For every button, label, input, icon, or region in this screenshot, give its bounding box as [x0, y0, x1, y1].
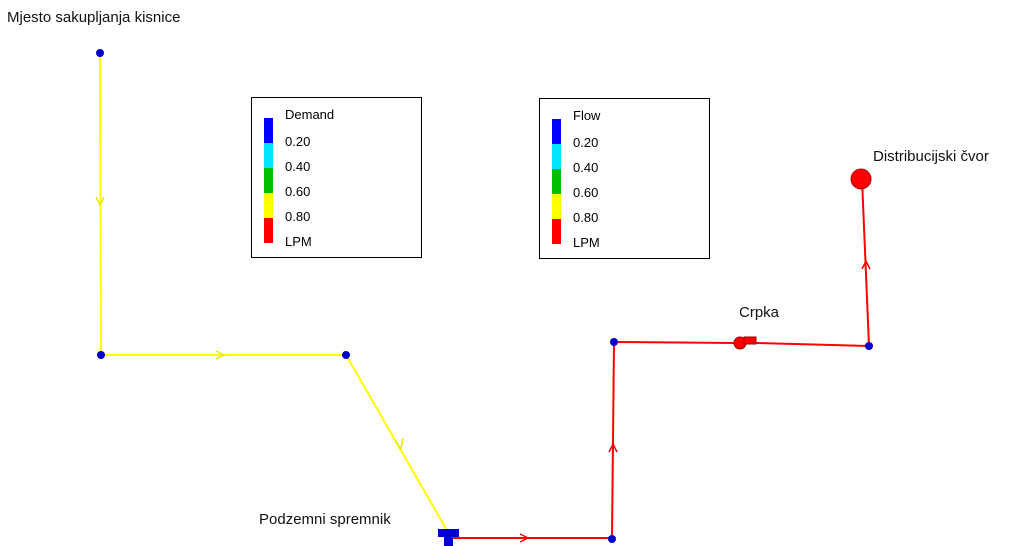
flow-arrow-icon — [394, 437, 404, 451]
flow-arrow-icon — [861, 259, 871, 270]
legend-color-bar — [552, 194, 561, 219]
pipe-corner-up[interactable] — [611, 341, 615, 539]
junction-nodes — [96, 49, 873, 543]
distribution-node-label: Distribucijski čvor — [873, 148, 989, 165]
flow-arrow-icon — [519, 533, 530, 543]
red-pipes — [448, 178, 870, 539]
node-top-corner[interactable] — [610, 338, 618, 346]
legend-value: 0.60 — [573, 185, 599, 200]
pipe-pump-to-node[interactable] — [755, 342, 870, 347]
legend-value: 0.40 — [285, 159, 311, 174]
legend-color-bar — [264, 193, 273, 218]
legend-color-bar — [552, 119, 561, 144]
flow-arrow-icon — [608, 442, 618, 453]
legend-value: 0.80 — [573, 210, 599, 225]
legend-color-bar — [552, 219, 561, 244]
yellow-flow-arrows — [95, 196, 404, 451]
legend-color-bar — [264, 218, 273, 243]
node-collection-point[interactable] — [96, 49, 104, 57]
legend-unit: LPM — [285, 234, 312, 249]
pump-label: Crpka — [739, 304, 780, 321]
legend-color-bar — [552, 169, 561, 194]
legend-color-bar — [264, 168, 273, 193]
node-junction[interactable] — [342, 351, 350, 359]
collection-point-label: Mjesto sakupljanja kisnice — [7, 9, 181, 26]
legend-value: 0.20 — [573, 135, 599, 150]
demand-legend[interactable]: Demand 0.20 0.40 0.60 0.80 LPM — [251, 97, 422, 258]
flow-legend[interactable]: Flow 0.20 0.40 0.60 0.80 LPM — [539, 98, 710, 259]
red-flow-arrows — [519, 259, 871, 543]
legend-value: 0.20 — [285, 134, 311, 149]
flow-arrow-icon — [215, 350, 226, 360]
legend-title: Flow — [573, 108, 601, 123]
legend-value: 0.60 — [285, 184, 311, 199]
legend-color-bar — [264, 118, 273, 143]
legend-value: 0.80 — [285, 209, 311, 224]
node-right[interactable] — [865, 342, 873, 350]
tank-label: Podzemni spremnik — [259, 511, 391, 528]
legend-title: Demand — [285, 107, 335, 122]
legend-color-bar — [552, 144, 561, 169]
pump-icon[interactable] — [733, 336, 757, 350]
flow-arrow-icon — [95, 196, 105, 207]
pipe-to-pump[interactable] — [613, 341, 736, 344]
legend-color-bar — [264, 143, 273, 168]
legend-value: 0.40 — [573, 160, 599, 175]
legend-unit: LPM — [573, 235, 600, 250]
distribution-reservoir-icon[interactable] — [850, 168, 872, 190]
node-corner[interactable] — [97, 351, 105, 359]
node-bottom-corner[interactable] — [608, 535, 616, 543]
tank-icon[interactable] — [438, 529, 459, 546]
